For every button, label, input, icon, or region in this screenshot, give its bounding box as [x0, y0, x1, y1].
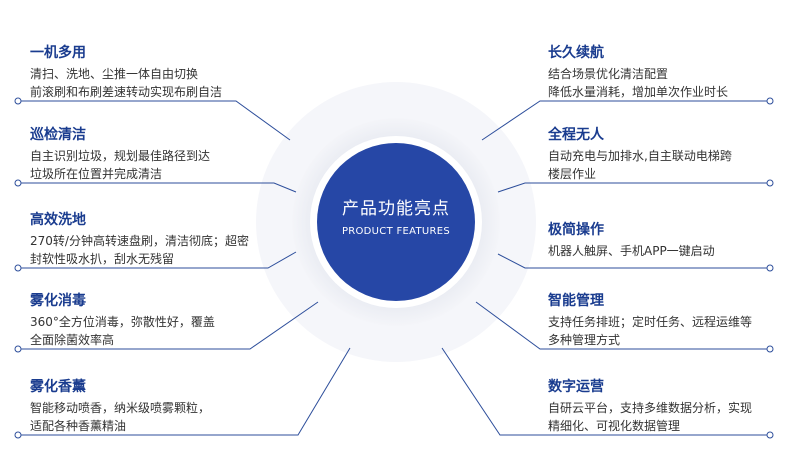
- feature-desc-line: 自动充电与加排水,自主联动电梯跨: [548, 149, 732, 163]
- feature-desc-line: 机器人触屏、手机APP一键启动: [548, 244, 715, 258]
- feature-title: 智能管理: [548, 293, 604, 309]
- connector-right-4: [475, 301, 770, 350]
- connector-left-3: [18, 251, 297, 269]
- connector-left-1: [18, 100, 291, 141]
- connector-right-3: [497, 253, 770, 269]
- feature-desc-line: 智能移动喷香，纳米级喷雾颗粒，: [30, 401, 211, 415]
- feature-left-5: 雾化香薰 智能移动喷香，纳米级喷雾颗粒， 适配各种香薰精油: [30, 378, 290, 435]
- center-title-en: PRODUCT FEATURES: [341, 226, 451, 237]
- center-title-cn: 产品功能亮点: [342, 199, 450, 219]
- feature-title: 巡检清洁: [30, 127, 86, 143]
- feature-desc-line: 精细化、可视化数据管理: [548, 419, 681, 433]
- feature-left-1: 一机多用 清扫、洗地、尘推一体自由切换 前滚刷和布刷差速转动实现布刷自洁: [30, 44, 290, 101]
- connector-right-5: [441, 347, 770, 436]
- feature-desc-line: 全面除菌效率高: [30, 333, 115, 347]
- feature-left-4: 雾化消毒 360°全方位消毒，弥散性好，覆盖 全面除菌效率高: [30, 292, 290, 349]
- center-label: 产品功能亮点 PRODUCT FEATURES: [316, 198, 476, 239]
- feature-right-2: 全程无人 自动充电与加排水,自主联动电梯跨 楼层作业: [548, 126, 790, 183]
- feature-desc-line: 270转/分钟高转速盘刷，清洁彻底；超密: [30, 234, 249, 248]
- feature-desc-line: 自研云平台，支持多维数据分析，实现: [548, 401, 753, 415]
- feature-title: 雾化消毒: [30, 293, 86, 309]
- feature-left-2: 巡检清洁 自主识别垃圾，规划最佳路径到达 垃圾所在位置并完成清洁: [30, 126, 290, 183]
- feature-title: 数字运营: [548, 379, 604, 395]
- feature-title: 一机多用: [30, 45, 86, 61]
- feature-right-1: 长久续航 结合场景优化清洁配置 降低水量消耗，增加单次作业时长: [548, 44, 790, 101]
- feature-desc-line: 楼层作业: [548, 167, 597, 181]
- center-circle: [317, 143, 475, 301]
- feature-desc-line: 支持任务排班；定时任务、远程运维等: [548, 315, 753, 329]
- connector-right-2: [497, 182, 770, 193]
- connector-left-5: [18, 347, 351, 436]
- feature-desc-line: 降低水量消耗，增加单次作业时长: [548, 85, 729, 99]
- feature-title: 高效洗地: [30, 212, 86, 228]
- connector-left-2: [18, 182, 297, 193]
- feature-right-4: 智能管理 支持任务排班；定时任务、远程运维等 多种管理方式: [548, 292, 790, 349]
- feature-desc-line: 结合场景优化清洁配置: [548, 67, 669, 81]
- feature-desc-line: 封软性吸水扒，刮水无残留: [30, 252, 175, 266]
- connector-left-4: [18, 301, 319, 350]
- feature-left-3: 高效洗地 270转/分钟高转速盘刷，清洁彻底；超密 封软性吸水扒，刮水无残留: [30, 211, 290, 268]
- feature-desc-line: 前滚刷和布刷差速转动实现布刷自洁: [30, 85, 223, 99]
- feature-desc-line: 多种管理方式: [548, 333, 621, 347]
- feature-desc-line: 清扫、洗地、尘推一体自由切换: [30, 67, 199, 81]
- feature-desc-line: 适配各种香薰精油: [30, 419, 127, 433]
- feature-title: 极简操作: [548, 222, 604, 238]
- connector-right-1: [481, 100, 770, 141]
- feature-title: 长久续航: [548, 45, 604, 61]
- feature-right-5: 数字运营 自研云平台，支持多维数据分析，实现 精细化、可视化数据管理: [548, 378, 790, 435]
- feature-title: 全程无人: [548, 127, 604, 143]
- feature-desc-line: 垃圾所在位置并完成清洁: [30, 167, 163, 181]
- feature-desc-line: 自主识别垃圾，规划最佳路径到达: [30, 149, 211, 163]
- feature-title: 雾化香薰: [30, 379, 86, 395]
- feature-desc-line: 360°全方位消毒，弥散性好，覆盖: [30, 315, 215, 329]
- feature-right-3: 极简操作 机器人触屏、手机APP一键启动: [548, 221, 790, 260]
